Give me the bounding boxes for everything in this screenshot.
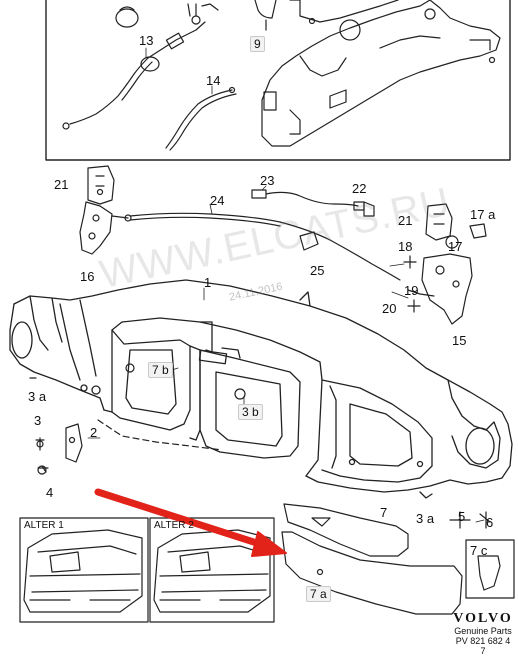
- dashed-fit-line: [97, 419, 223, 451]
- callout-7b: 7 b: [148, 362, 173, 378]
- callout-1: 1: [204, 275, 212, 290]
- callout-23: 23: [260, 173, 275, 188]
- callout-7: 7: [380, 505, 388, 520]
- red-arrow: [94, 488, 287, 557]
- callout-20: 20: [382, 301, 397, 316]
- part-7c-box: [465, 539, 515, 599]
- brand-line-2: PV 821 682 4 7: [455, 636, 511, 656]
- front-panel: [9, 279, 513, 499]
- callout-18: 18: [398, 239, 413, 254]
- callout-3b: 3 b: [238, 404, 263, 420]
- alter-1-label: ALTER 1: [24, 520, 64, 531]
- callout-7c: 7 c: [470, 543, 488, 558]
- callout-3a-left: 3 a: [28, 389, 47, 404]
- callout-4: 4: [46, 485, 54, 500]
- part-14-strap: [165, 89, 237, 151]
- callout-2: 2: [90, 425, 98, 440]
- bumper-parts: [281, 503, 491, 615]
- callout-3: 3: [34, 413, 42, 428]
- callout-17: 17: [448, 239, 463, 254]
- part-22-clip: [363, 201, 375, 217]
- part-9-bracket: [254, 0, 277, 19]
- mount-assembly: [261, 0, 501, 147]
- part-25-clip: [299, 231, 319, 251]
- callout-14: 14: [206, 73, 221, 88]
- callout-3a-right: 3 a: [416, 511, 435, 526]
- callout-17a: 17 a: [470, 207, 496, 222]
- callout-22: 22: [352, 181, 367, 196]
- top-inset-frame: [45, 0, 511, 161]
- callout-16: 16: [80, 269, 95, 284]
- small-parts-left: [29, 363, 246, 475]
- alter-2-label: ALTER 2: [154, 520, 194, 531]
- leader-lines: [87, 47, 485, 523]
- brand-block: VOLVO Genuine Parts PV 821 682 4 7: [452, 612, 514, 656]
- brand-name: VOLVO: [453, 611, 513, 626]
- latch-assembly-right: [403, 203, 487, 325]
- callout-6: 6: [486, 515, 494, 530]
- callout-19: 19: [404, 283, 419, 298]
- brand-line-1: Genuine Parts: [454, 626, 512, 636]
- callout-21-left: 21: [54, 177, 69, 192]
- part-16-21-left: [79, 165, 129, 255]
- callout-25: 25: [310, 263, 325, 278]
- callout-21-right: 21: [398, 213, 413, 228]
- part-13-cable: [62, 3, 219, 130]
- callout-9: 9: [250, 36, 265, 52]
- callout-15: 15: [452, 333, 467, 348]
- callout-13: 13: [139, 33, 154, 48]
- alter-boxes: [19, 517, 275, 623]
- callout-5: 5: [458, 509, 466, 524]
- part-24-cable: [129, 212, 401, 281]
- callout-7a: 7 a: [306, 586, 331, 602]
- callout-24: 24: [210, 193, 225, 208]
- part-23-harness: [251, 189, 365, 211]
